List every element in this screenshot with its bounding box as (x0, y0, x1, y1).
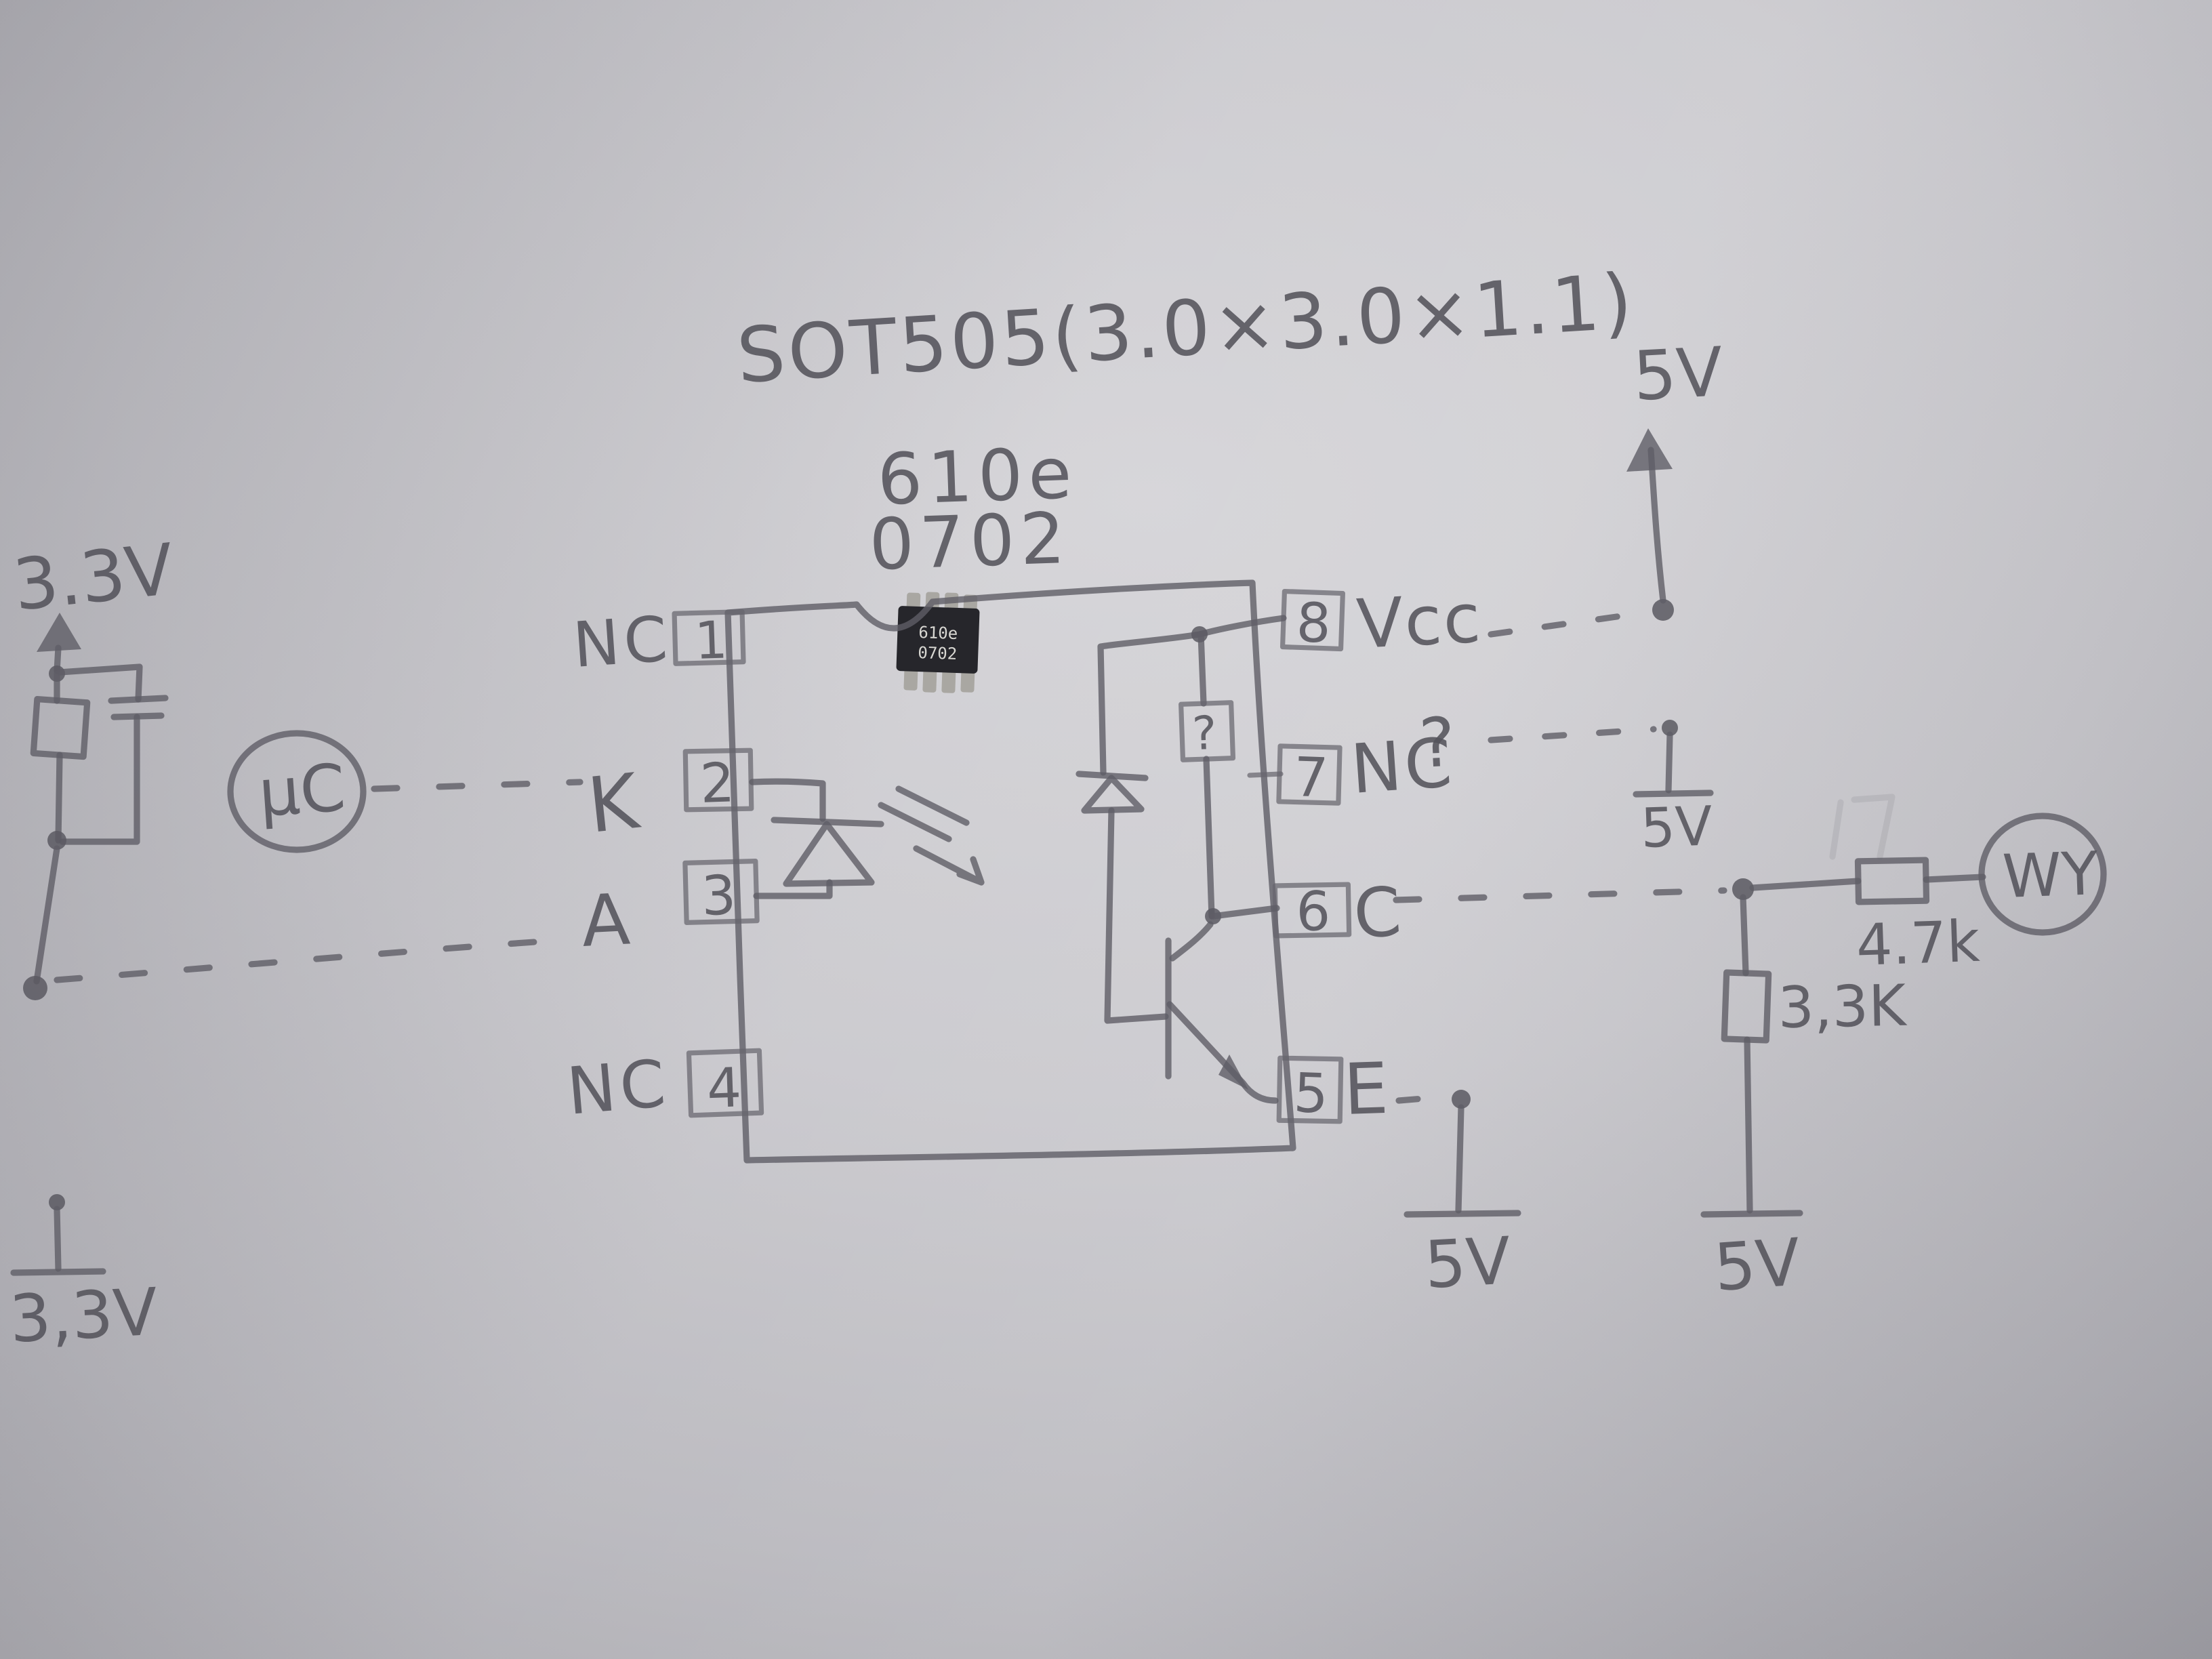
photodiode-icon (1081, 775, 1145, 814)
pin-6-label: C (1351, 872, 1404, 954)
chip-marking-line2: 0702 (918, 643, 958, 663)
collector-to-pin6-wire (1210, 905, 1280, 920)
divider-5v-rail-icon (1700, 1210, 1803, 1218)
photodiode-anode-wire (1104, 807, 1169, 1024)
emitter-dashed-wire (1395, 1093, 1451, 1104)
series-wire (1749, 878, 1862, 891)
k-dashed-wire (371, 779, 583, 792)
collector-node-dot (1732, 878, 1754, 900)
pin-8-number: 8 (1295, 591, 1332, 655)
chip-pin-row-bottom (922, 668, 937, 693)
pin-3-label: A (579, 878, 632, 963)
pin-1-box (672, 609, 746, 666)
mcu-circle (227, 730, 367, 853)
nc-node-dot (1662, 720, 1678, 736)
pin-4-label: NC (564, 1045, 672, 1130)
transistor-emitter (1166, 1001, 1279, 1104)
pin-5-number: 5 (1292, 1061, 1329, 1126)
supply-5v-label: 5V (1631, 332, 1725, 416)
gnd-3v3-label: 3,3V (7, 1274, 159, 1357)
capacitor-bottom-wire (59, 714, 140, 845)
node-down-wire (33, 845, 60, 985)
pulldown-resistor-label: 3,3K (1778, 972, 1908, 1041)
emitter-5v-wire (1455, 1104, 1465, 1214)
smd-chip-photo: 610e 0702 (896, 592, 980, 693)
anode-dashed-wire (54, 936, 578, 983)
capacitor-icon (108, 695, 169, 720)
chip-body (896, 606, 980, 674)
light-arrow-icon (895, 785, 970, 826)
supply-5v-arrow-line (1647, 447, 1666, 604)
pin-2-label: K (583, 758, 644, 851)
nc-5v-label: 5V (1639, 794, 1713, 860)
anode-line-node-dot (23, 976, 47, 1000)
pin-7-question-mark: ? (1417, 702, 1457, 783)
pin-4-number: 4 (705, 1056, 742, 1120)
supply-3v3-label: 3.3V (9, 528, 178, 627)
chip-pin-row-bottom (903, 665, 918, 691)
output-circle (1978, 813, 2107, 936)
unknown-component-wire-bottom (1203, 756, 1215, 920)
pin-6-number: 6 (1296, 880, 1332, 943)
pin-8-label: Vcc (1355, 578, 1483, 663)
chip-note-line2: 0702 (868, 497, 1072, 586)
gnd-3v3-wire (54, 1206, 62, 1272)
emitter-arrowhead-icon (1218, 1054, 1248, 1090)
series-resistor (1854, 857, 1930, 905)
vcc-dashed-wire (1488, 609, 1649, 638)
pin-7-number: 7 (1292, 745, 1329, 810)
pin7-stub-wire (1247, 771, 1284, 778)
gnd-3v3-dot (49, 1194, 65, 1210)
emitter-node-dot (1452, 1090, 1471, 1109)
pulldown-resistor (1721, 969, 1772, 1044)
vcc-node-dot (1652, 599, 1674, 621)
output-label: WY (2001, 838, 2100, 912)
collector-dashed-wire (1393, 887, 1727, 903)
chip-marking-line1: 610e (918, 623, 958, 643)
unknown-component-label: ? (1191, 707, 1218, 761)
capacitor-top-wire (56, 663, 143, 703)
light-arrow-icon (913, 845, 985, 886)
unknown-component-wire-top (1197, 631, 1207, 707)
led-icon (783, 821, 875, 887)
nc-dashed-wire (1488, 726, 1657, 743)
series-resistor-label: 4.7k (1855, 908, 1981, 979)
nc-5v-wire (1665, 731, 1673, 794)
pin-3-box (682, 859, 760, 925)
mcu-label: μC (256, 750, 348, 832)
pin-3-number: 3 (700, 863, 737, 928)
pin-7-label: NC (1349, 723, 1457, 809)
pulldown-bottom-wire (1744, 1036, 1753, 1214)
supply-3v3-arrowhead-icon (37, 613, 81, 652)
pin-2-number: 2 (699, 751, 735, 815)
divider-5v-label: 5V (1712, 1224, 1803, 1306)
pulldown-top-wire (1740, 894, 1749, 977)
emitter-5v-label: 5V (1422, 1223, 1512, 1303)
chip-pin-row-bottom (941, 668, 956, 693)
pin-1-number: 1 (694, 609, 729, 671)
pin2-internal-wire (749, 778, 826, 822)
emitter-5v-rail-icon (1404, 1210, 1521, 1218)
pin-1-label: NC (571, 602, 674, 682)
filter-resistor (30, 695, 91, 760)
supply-5v-arrowhead-icon (1626, 428, 1673, 472)
pin-5-label: E (1343, 1047, 1390, 1131)
pin-4-box (686, 1048, 764, 1118)
nc-5v-rail-icon (1633, 790, 1714, 798)
chip-note-line1: 610e (876, 432, 1079, 521)
lower-node-dot (47, 831, 66, 850)
transistor-collector (1169, 921, 1214, 962)
gnd-3v3-rail-icon (10, 1268, 106, 1276)
chip-pin-row-bottom (960, 668, 975, 693)
pin-5-box (1276, 1055, 1344, 1124)
resistor-bottom-wire (55, 752, 63, 844)
erased-mark (1829, 794, 1896, 860)
output-wire (1923, 874, 1986, 883)
led-anode-wire (753, 879, 833, 899)
title: SOT505(3.0×3.0×1.1) (735, 258, 1637, 401)
light-arrow-icon (878, 802, 952, 842)
